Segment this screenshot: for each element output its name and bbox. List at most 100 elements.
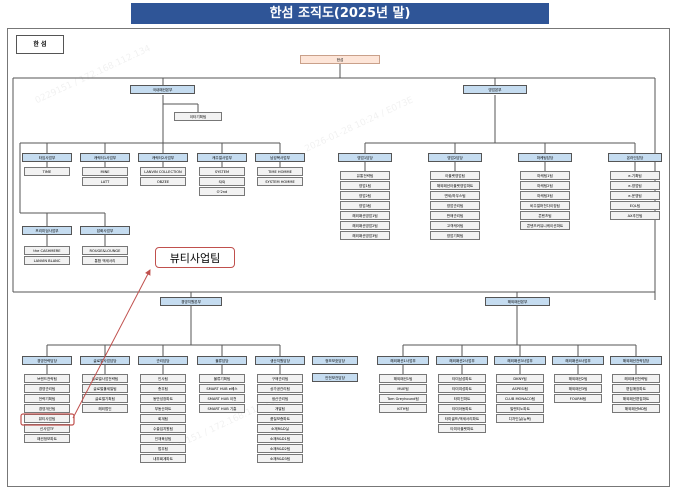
team-item: ROUGE&LOUNGE (82, 246, 128, 255)
team-item: 상가공관리팀 (257, 384, 303, 393)
team-item: 생산관리팀 (257, 394, 303, 403)
team-item: 디자인실(뉴욕) (496, 414, 544, 423)
highlight-box (20, 413, 75, 426)
unit-header: 해외패션1사업부 (377, 356, 429, 365)
team-item: 물류기획팀 (199, 374, 245, 383)
domestic-sub-team: 이타기획팀 (174, 112, 222, 121)
team-item: 해외패션1팀 (379, 374, 427, 383)
team-item: 마케팅2팀 (520, 181, 570, 190)
team-item: SYSTEM HOMME (257, 177, 303, 186)
overseas-fashion-hq: 해외패션본부 (485, 297, 550, 306)
team-item: 소재R&D2팀 (257, 444, 303, 453)
team-item: O'2nd (199, 187, 245, 196)
beauty-team-callout: 뷰티사업팀 (155, 247, 235, 268)
team-item: 해외패션아울렛영업파트 (430, 181, 480, 190)
team-item: LANVIN COLLECTION (140, 167, 186, 176)
team-item: 인재육성팀 (140, 434, 186, 443)
team-item: the CASHMERE (24, 246, 70, 255)
unit-header: 캐주얼사업부 (197, 153, 247, 162)
unit-header: 영업2담당 (428, 153, 482, 162)
team-item: EQL팀 (610, 201, 660, 210)
team-item: KITH팀 (379, 404, 427, 413)
unit-header: 물류담당 (197, 356, 247, 365)
team-item: e-운영팀 (610, 191, 660, 200)
team-item: MINE (82, 167, 128, 176)
domestic-fashion-hq: 국내패션본부 (130, 85, 195, 94)
team-item: 총무팀 (140, 384, 186, 393)
team-item: SMART HUB e베스 (199, 384, 245, 393)
team-item: 브랜드전략팀 (24, 374, 70, 383)
arrow-line (72, 269, 151, 419)
unit-header: 안전보건담당 (312, 373, 358, 382)
team-item: 타미남성파트 (438, 374, 486, 383)
team-item: 유통전략팀 (340, 171, 390, 180)
team-item: 영업3팀 (340, 201, 390, 210)
team-item: 비주얼머천다이징팀 (520, 201, 570, 210)
team-item: 해외패션영업1팀 (340, 211, 390, 220)
team-item: 해외패션3팀 (554, 384, 602, 393)
team-item: 마케팅1팀 (520, 171, 570, 180)
team-item: 구매관리팀 (257, 374, 303, 383)
unit-header: 영업1담당 (338, 153, 392, 162)
team-item: DKNY팀 (496, 374, 544, 383)
team-item: 해외패션영업3팀 (340, 231, 390, 240)
team-item: e-영업팀 (610, 181, 660, 190)
team-item: 소재R&D실 (257, 424, 303, 433)
unit-header: 잡화사업부 (80, 226, 130, 235)
team-item: SYSTEM (199, 167, 245, 176)
management-support-hq: 경영지원본부 (160, 297, 222, 306)
team-item: 편집매장파트 (612, 384, 660, 393)
team-item: 타미진파트 (438, 394, 486, 403)
unit-header: 캐릭터2사업부 (138, 153, 188, 162)
team-item: 콘텐츠팀 (520, 211, 570, 220)
team-item: 발렌티노파트 (496, 404, 544, 413)
team-item: 개발팀 (257, 404, 303, 413)
team-item: 패션정보파트 (24, 434, 70, 443)
team-item: 경영개선팀 (24, 404, 70, 413)
team-item: 아울렛영업팀 (430, 171, 480, 180)
team-item: 면세/하우스팀 (430, 191, 480, 200)
team-item: SJSJ (199, 177, 245, 186)
chart-frame (7, 28, 670, 487)
team-item: 부동산파트 (140, 404, 186, 413)
team-item: 법무팀 (140, 444, 186, 453)
chart-title: 한섬 조직도(2025년 말) (131, 3, 549, 24)
team-item: 해외패션편집파트 (612, 394, 660, 403)
team-item: 마케팅3팀 (520, 191, 570, 200)
unit-header: 마케팅담당 (518, 153, 572, 162)
unit-header: 온라인담당 (608, 153, 662, 162)
team-item: 해외패션영업2팀 (340, 221, 390, 230)
team-item: 타미골프/액세서리파트 (438, 414, 486, 423)
team-item: AX추진팀 (610, 211, 660, 220)
team-item: LANVIN BLANC (24, 256, 70, 265)
unit-header: 정보보호담당 (312, 356, 358, 365)
team-item: SMART HUB 기흥 (199, 404, 245, 413)
team-item: TIME HOMME (257, 167, 303, 176)
team-item: 회계팀 (140, 414, 186, 423)
team-item: 해외법인 (82, 404, 128, 413)
company-label: 한 섬 (16, 35, 64, 54)
team-item: 글로벌홀세일팀 (82, 384, 128, 393)
team-item: TIME (24, 167, 70, 176)
team-item: 타미여성파트 (438, 384, 486, 393)
sales-hq: 영업본부 (463, 85, 527, 94)
team-item: OBZEE (140, 177, 186, 186)
team-item: 영업1팀 (340, 181, 390, 190)
team-item: 인사팀 (140, 374, 186, 383)
team-item: 수출입지원팀 (140, 424, 186, 433)
team-item: 판매관리팀 (430, 211, 480, 220)
team-item: 타미아동파트 (438, 404, 486, 413)
team-item: 타미아울렛파트 (438, 424, 486, 433)
team-item: 영업기획팀 (430, 231, 480, 240)
team-item: 품질보증파트 (257, 414, 303, 423)
team-item: 소재R&D3팀 (257, 454, 303, 463)
team-item: 해외패션전략팀 (612, 374, 660, 383)
unit-header: 해외패션3사업부 (494, 356, 546, 365)
unit-header: 남성복사업부 (255, 153, 305, 162)
team-item: 영업관리팀 (430, 201, 480, 210)
team-item: 글로벌기획팀 (82, 394, 128, 403)
team-item: 통합 액세서리 (82, 256, 128, 265)
team-item: 해외패션MD팀 (612, 404, 660, 413)
team-item: FOURM팀 (554, 394, 602, 403)
